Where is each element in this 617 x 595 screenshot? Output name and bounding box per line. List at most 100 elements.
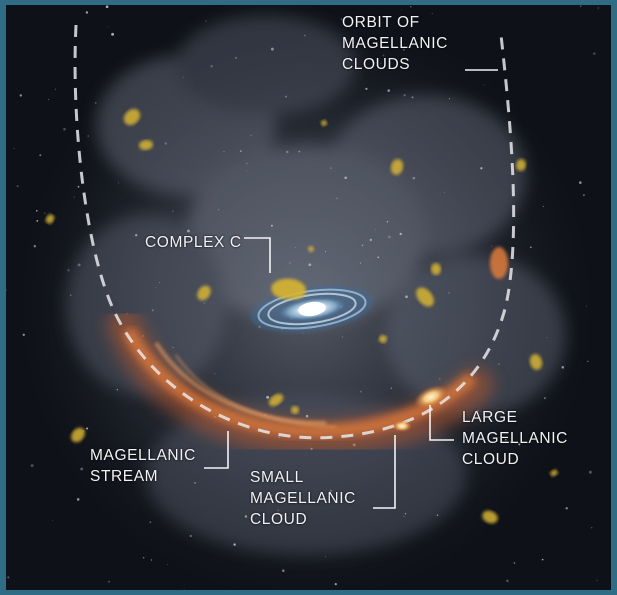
star — [85, 11, 89, 14]
star — [80, 467, 84, 471]
large-cloud-leader-line — [429, 405, 454, 441]
star — [436, 514, 439, 516]
star — [294, 247, 296, 249]
star — [586, 305, 587, 307]
high-velocity-cloud — [379, 335, 387, 343]
complex-c-leader-line — [244, 237, 271, 273]
star — [105, 5, 109, 9]
star — [244, 515, 248, 518]
star — [387, 89, 391, 92]
high-velocity-cloud — [123, 108, 141, 126]
star — [44, 212, 46, 214]
label-magellanic-stream: MAGELLANIC STREAM — [90, 445, 196, 487]
star — [403, 515, 405, 517]
star — [187, 229, 190, 233]
high-velocity-cloud — [390, 159, 404, 175]
star — [401, 9, 403, 10]
label-line: LARGE — [462, 409, 518, 426]
star — [77, 185, 80, 188]
star — [233, 543, 236, 546]
star — [277, 509, 280, 512]
star — [286, 150, 289, 154]
star — [280, 514, 284, 517]
star — [329, 489, 333, 493]
star — [76, 498, 80, 501]
star — [33, 245, 36, 248]
star — [13, 147, 15, 150]
star — [305, 414, 309, 418]
star — [54, 88, 56, 90]
star — [304, 34, 306, 37]
star — [30, 464, 34, 468]
high-velocity-cloud — [482, 510, 498, 524]
star — [16, 185, 19, 188]
high-velocity-clouds — [45, 108, 558, 524]
star — [246, 170, 247, 172]
star — [431, 12, 433, 15]
star — [77, 263, 81, 267]
high-velocity-cloud — [197, 285, 211, 301]
star — [218, 209, 220, 211]
star — [342, 336, 344, 338]
high-velocity-cloud — [430, 263, 442, 275]
star — [73, 196, 75, 198]
star — [111, 32, 115, 36]
star — [36, 210, 38, 212]
star — [95, 102, 97, 104]
high-velocity-cloud — [268, 393, 284, 407]
star — [513, 562, 516, 564]
star — [592, 52, 596, 55]
star — [380, 62, 382, 64]
label-line: MAGELLANIC — [462, 430, 568, 447]
star — [210, 65, 213, 68]
star — [203, 303, 205, 305]
star — [412, 176, 416, 180]
star — [359, 390, 362, 393]
stream-leader-line — [204, 431, 229, 469]
star — [444, 191, 446, 193]
star — [205, 20, 207, 22]
star — [324, 251, 327, 253]
label-line: ORBIT OF — [342, 14, 420, 31]
star — [404, 513, 407, 515]
star — [561, 366, 565, 369]
star — [542, 205, 545, 208]
star — [583, 194, 585, 196]
star — [374, 229, 376, 231]
high-velocity-cloud — [321, 119, 327, 126]
star — [386, 221, 389, 223]
star — [597, 7, 599, 9]
star — [266, 395, 270, 399]
star — [245, 162, 248, 165]
label-large-magellanic-cloud: LARGE MAGELLANIC CLOUD — [462, 407, 568, 470]
star — [359, 262, 361, 264]
star — [168, 452, 171, 455]
star — [285, 95, 287, 98]
star — [166, 564, 168, 565]
star — [529, 246, 532, 249]
star — [52, 519, 54, 521]
star — [86, 427, 89, 430]
high-velocity-cloud — [291, 406, 299, 414]
star — [150, 559, 153, 561]
label-line: MAGELLANIC — [342, 35, 448, 52]
star — [250, 134, 252, 137]
star — [448, 292, 450, 294]
star — [308, 263, 312, 267]
star — [87, 135, 90, 137]
star — [405, 295, 408, 299]
star — [19, 94, 22, 97]
high-velocity-cloud — [529, 354, 543, 370]
star — [194, 481, 196, 484]
star — [491, 245, 493, 247]
star — [240, 150, 242, 152]
label-line: STREAM — [90, 468, 159, 485]
high-velocity-cloud — [45, 214, 55, 224]
star — [365, 87, 368, 91]
small-cloud-leader-line — [373, 435, 396, 509]
label-line: COMPLEX C — [145, 234, 242, 251]
star — [390, 387, 393, 389]
large-magellanic-cloud — [414, 385, 448, 409]
star — [6, 289, 7, 291]
